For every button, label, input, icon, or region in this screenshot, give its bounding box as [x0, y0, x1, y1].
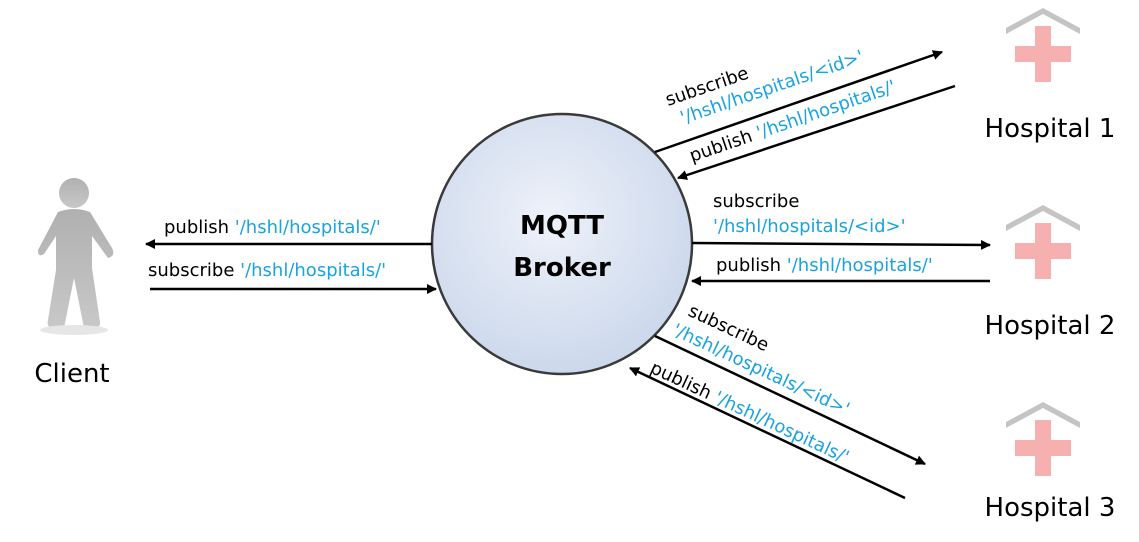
hospital-1-label: Hospital 1	[985, 114, 1116, 144]
hospital-2-label: Hospital 2	[985, 311, 1116, 341]
hospital-1-publish-arrow	[677, 84, 956, 180]
hospital-3-publish-arrow	[629, 366, 906, 500]
hospital-icon	[1006, 8, 1080, 82]
hospital-2-subscribe-arrow	[691, 239, 991, 250]
hospital-2-publish-label: publish '/hshl/hospitals/'	[716, 255, 933, 276]
hospital-1-subscribe-arrow	[654, 50, 943, 154]
person-icon	[38, 178, 114, 328]
hospital-3-subscribe-arrow	[654, 334, 926, 466]
hospital-3-label: Hospital 3	[985, 493, 1116, 523]
hospital-2-subscribe-verb: subscribe	[713, 191, 799, 212]
hospital-icon	[1006, 205, 1080, 279]
client-publish-label: publish '/hshl/hospitals/'	[164, 217, 381, 238]
broker-label-line1: MQTT	[520, 211, 604, 241]
hospital-2-subscribe-topic: '/hshl/hospitals/<id>'	[713, 216, 906, 237]
client-subscribe-label: subscribe '/hshl/hospitals/'	[148, 260, 386, 281]
broker-node	[430, 112, 694, 376]
client-label: Client	[34, 359, 109, 389]
hospital-icon	[1006, 402, 1080, 476]
broker-label-line2: Broker	[513, 253, 611, 283]
